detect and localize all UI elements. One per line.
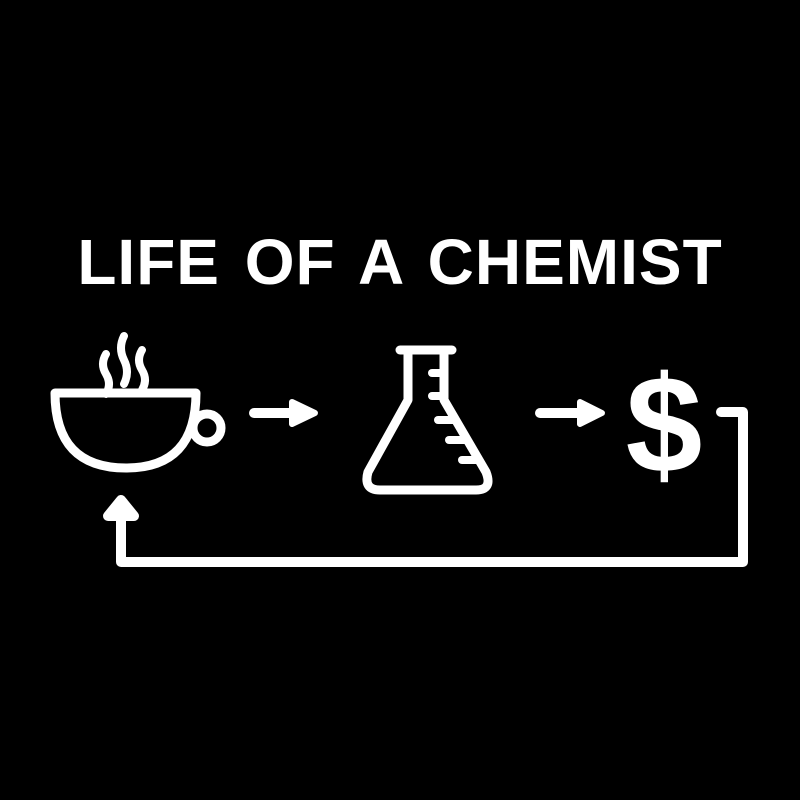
arrow-right-icon <box>535 399 605 427</box>
arrow-right-icon <box>249 399 318 427</box>
erlenmeyer-flask-icon <box>362 345 493 495</box>
loop-arrow-icon <box>103 407 748 567</box>
page-title: LIFE OF A CHEMIST <box>77 226 723 298</box>
coffee-cup-icon <box>50 332 226 473</box>
dollar-sign-icon: $ <box>626 348 703 502</box>
